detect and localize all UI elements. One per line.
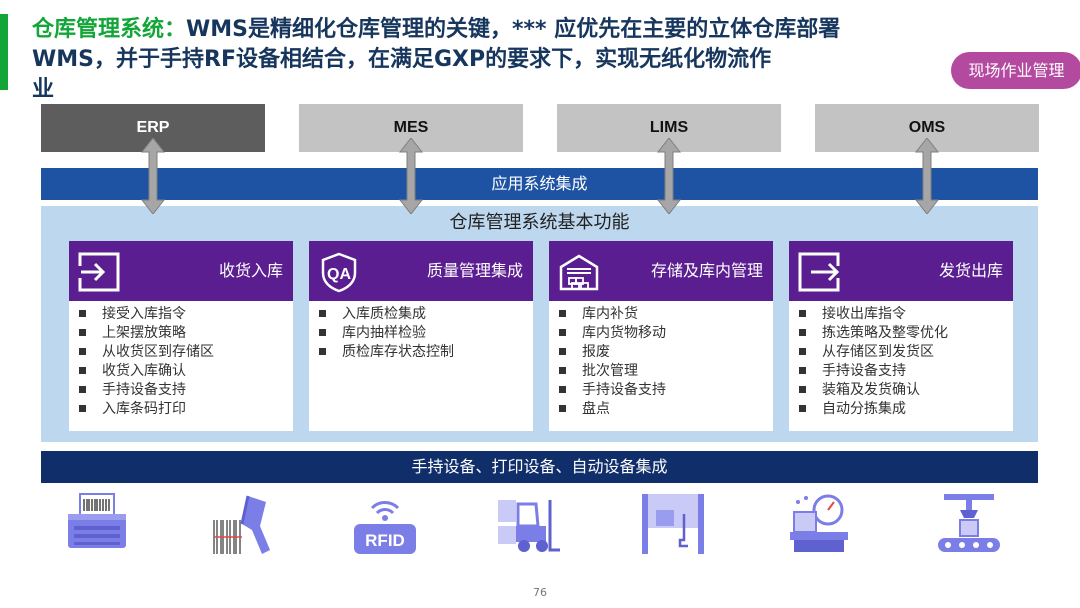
card-header: 收货入库 (69, 241, 293, 301)
list-item: 库内补货 (559, 305, 666, 324)
function-card-receiving: 收货入库 接受入库指令 上架摆放策略 从收货区到存储区 收货入库确认 手持设备支… (69, 241, 293, 431)
list-item: 从收货区到存储区 (79, 343, 214, 362)
shelving-icon (642, 494, 704, 554)
card-header: QA 质量管理集成 (309, 241, 533, 301)
barcode-scanner-icon (213, 495, 270, 554)
list-item: 拣选策略及整零优化 (799, 324, 948, 343)
weighing-scale-icon (790, 494, 848, 552)
section-tag: 现场作业管理 (951, 52, 1080, 89)
list-item: 盘点 (559, 400, 666, 419)
function-card-quality: QA 质量管理集成 入库质检集成 库内抽样检验 质检库存状态控制 (309, 241, 533, 431)
login-icon (77, 252, 120, 292)
card-title: 收货入库 (218, 261, 283, 280)
title-green-prefix: 仓库管理系统： (32, 17, 187, 42)
double-arrow-icon (398, 138, 424, 214)
title-line-1: 仓库管理系统：WMS是精细化仓库管理的关键，*** 应优先在主要的立体仓库部署 (32, 16, 840, 43)
rfid-label: RFID (365, 531, 405, 550)
double-arrow-icon (656, 138, 682, 214)
accent-bar (0, 14, 8, 90)
title-line-2: WMS，并于手持RF设备相结合，在满足GXP的要求下，实现无纸化物流作 (32, 47, 772, 72)
title-text-1: WMS是精细化仓库管理的关键，*** 应优先在主要的立体仓库部署 (186, 17, 841, 42)
card-item-list: 接收出库指令 拣选策略及整零优化 从存储区到发货区 手持设备支持 装箱及发货确认… (799, 305, 948, 419)
device-bar: 手持设备、打印设备、自动设备集成 (41, 451, 1038, 483)
card-item-list: 接受入库指令 上架摆放策略 从收货区到存储区 收货入库确认 手持设备支持 入库条… (79, 305, 214, 419)
card-item-list: 入库质检集成 库内抽样检验 质检库存状态控制 (319, 305, 454, 362)
forklift-icon (498, 500, 560, 552)
list-item: 自动分拣集成 (799, 400, 948, 419)
list-item: 手持设备支持 (79, 381, 214, 400)
list-item: 装箱及发货确认 (799, 381, 948, 400)
integration-bar: 应用系统集成 (41, 168, 1038, 200)
svg-text:QA: QA (327, 266, 351, 283)
qa-shield-icon: QA (321, 252, 357, 293)
list-item: 接收出库指令 (799, 305, 948, 324)
core-title: 仓库管理系统基本功能 (449, 212, 630, 233)
list-item: 入库条码打印 (79, 400, 214, 419)
function-card-shipping: 发货出库 接收出库指令 拣选策略及整零优化 从存储区到发货区 手持设备支持 装箱… (789, 241, 1013, 431)
list-item: 接受入库指令 (79, 305, 214, 324)
card-header: 发货出库 (789, 241, 1013, 301)
list-item: 批次管理 (559, 362, 666, 381)
function-card-storage: 存储及库内管理 库内补货 库内货物移动 报废 批次管理 手持设备支持 盘点 (549, 241, 773, 431)
rfid-icon: RFID (354, 501, 416, 554)
list-item: 质检库存状态控制 (319, 343, 454, 362)
list-item: 报废 (559, 343, 666, 362)
list-item: 从存储区到发货区 (799, 343, 948, 362)
printer-icon (68, 493, 126, 548)
list-item: 上架摆放策略 (79, 324, 214, 343)
robot-arm-conveyor-icon (938, 494, 1000, 552)
card-item-list: 库内补货 库内货物移动 报废 批次管理 手持设备支持 盘点 (559, 305, 666, 419)
list-item: 库内货物移动 (559, 324, 666, 343)
list-item: 手持设备支持 (799, 362, 948, 381)
page-number: 76 (533, 586, 547, 599)
title-line-3: 业 (32, 77, 55, 102)
card-title: 存储及库内管理 (650, 261, 763, 280)
card-header: 存储及库内管理 (549, 241, 773, 301)
list-item: 库内抽样检验 (319, 324, 454, 343)
double-arrow-icon (140, 138, 166, 214)
list-item: 手持设备支持 (559, 381, 666, 400)
list-item: 入库质检集成 (319, 305, 454, 324)
list-item: 收货入库确认 (79, 362, 214, 381)
card-title: 发货出库 (938, 261, 1003, 280)
double-arrow-icon (914, 138, 940, 214)
warehouse-icon (559, 254, 599, 291)
card-title: 质量管理集成 (426, 261, 523, 280)
logout-icon (798, 252, 841, 292)
